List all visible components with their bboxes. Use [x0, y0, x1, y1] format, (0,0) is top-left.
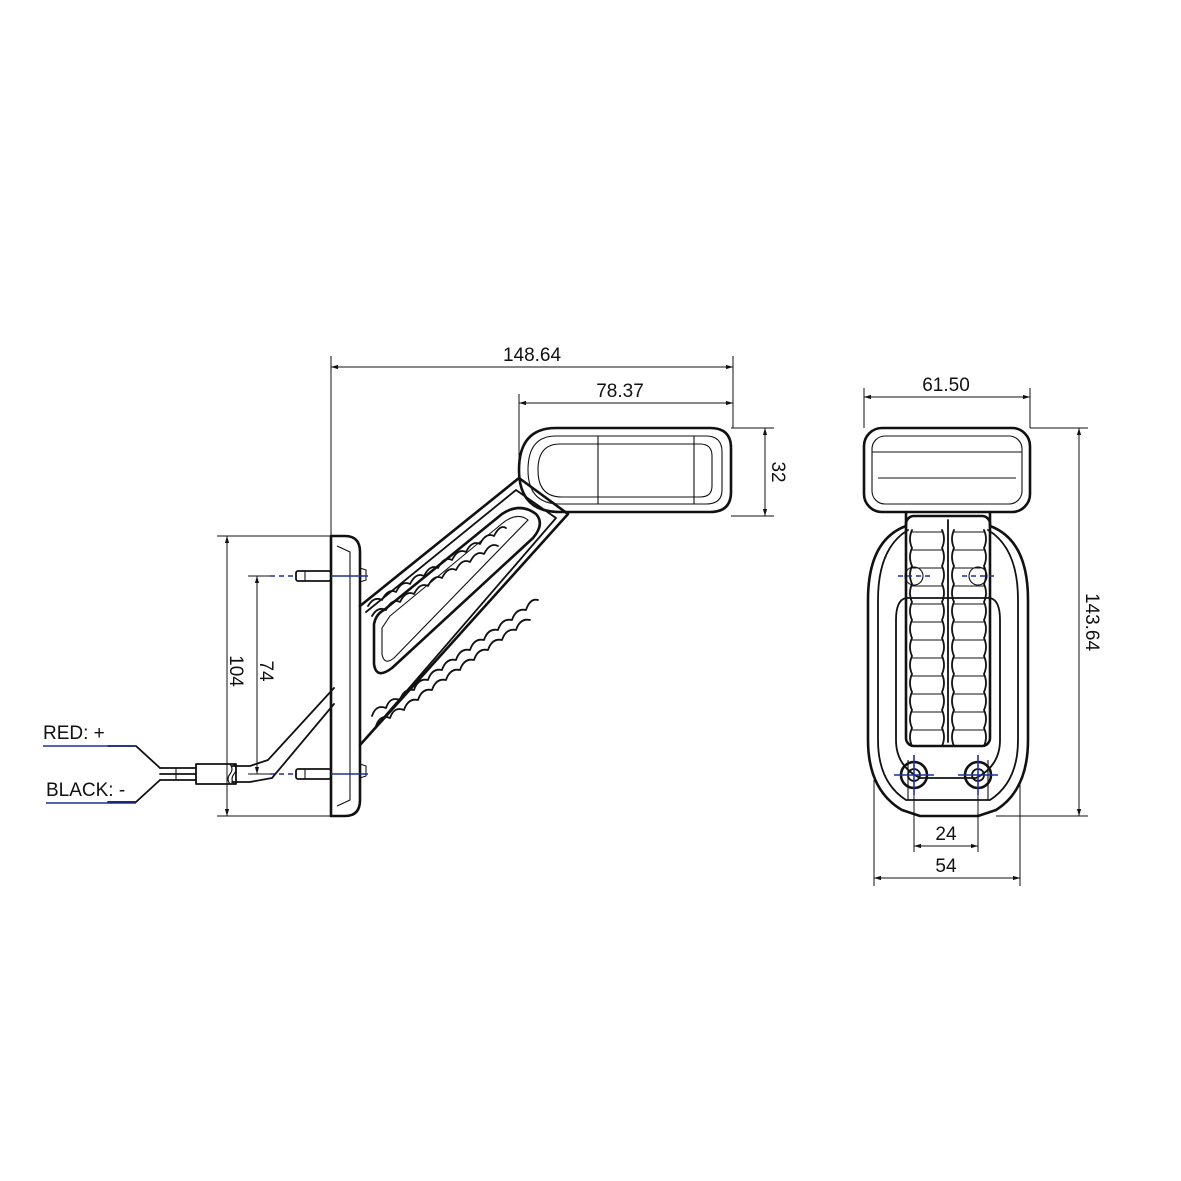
front-view: 61.50 143.64 24 54: [862, 375, 1102, 886]
lamp-head: [517, 426, 733, 514]
svg-text:32: 32: [767, 461, 788, 482]
svg-text:104: 104: [225, 655, 246, 687]
front-bolt-bottom-right: [958, 755, 998, 795]
mounting-bolt-top: [270, 570, 368, 582]
mounting-bolt-bottom: [270, 768, 368, 780]
svg-text:RED: +: RED: +: [43, 723, 105, 744]
wire-label-black: BLACK: -: [46, 780, 136, 804]
svg-text:54: 54: [935, 856, 957, 877]
svg-text:148.64: 148.64: [503, 345, 562, 366]
dim-head-width: 78.37: [518, 381, 733, 470]
front-body: [866, 510, 1030, 818]
svg-text:61.50: 61.50: [922, 375, 970, 396]
power-cable: [107, 687, 335, 803]
svg-text:143.64: 143.64: [1081, 593, 1102, 652]
front-lamp-head: [862, 426, 1032, 514]
svg-text:24: 24: [935, 824, 957, 845]
svg-text:74: 74: [255, 660, 276, 682]
front-ribbed-spine: [904, 514, 992, 748]
side-view: RED: + BLACK: - 148.64 78.37 32: [43, 345, 788, 818]
dim-front-bolt-spacing: 24: [913, 795, 979, 852]
lamp-arm: [358, 476, 570, 747]
front-bolt-top-left: [898, 566, 934, 586]
svg-text:BLACK: -: BLACK: -: [46, 780, 125, 801]
dim-head-height: 32: [731, 427, 788, 517]
svg-text:78.37: 78.37: [596, 381, 644, 402]
front-bolt-top-right: [962, 566, 996, 586]
dim-mount-outer: 104: [217, 535, 331, 817]
dim-front-head-width: 61.50: [863, 375, 1031, 428]
dim-mount-inner: 74: [248, 575, 276, 775]
dim-overall-width: 148.64: [330, 345, 734, 536]
mounting-plate: [329, 534, 367, 818]
dim-front-base-width: 54: [873, 780, 1021, 886]
wire-label-red: RED: +: [43, 723, 136, 747]
dim-front-overall-height: 143.64: [996, 427, 1102, 817]
front-bolt-bottom-left: [894, 755, 934, 795]
